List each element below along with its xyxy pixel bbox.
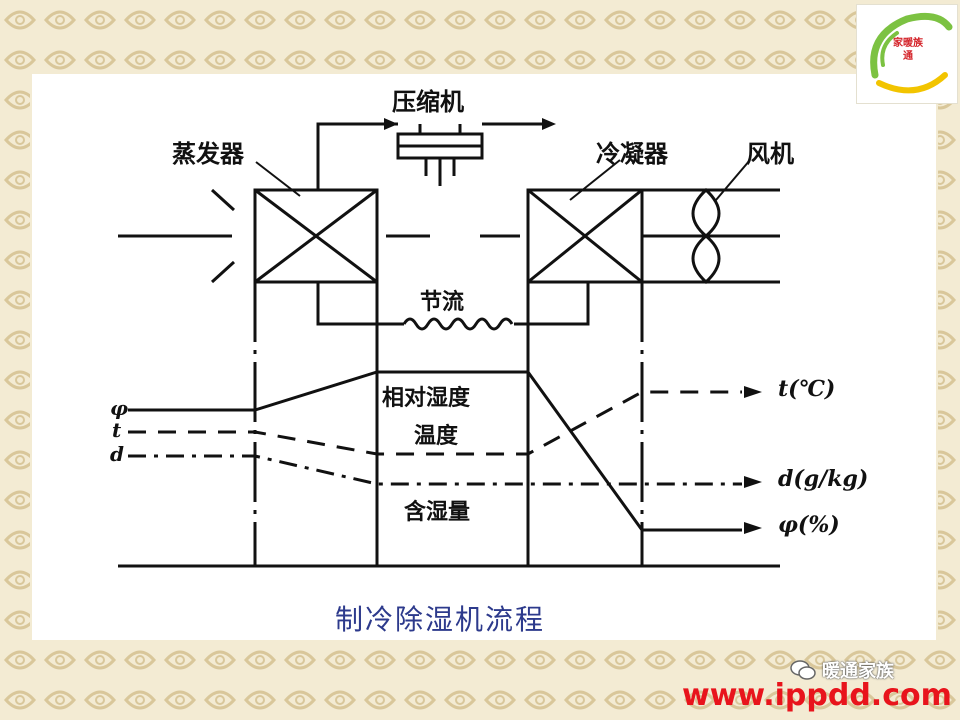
logo-swirl-icon	[870, 12, 953, 94]
compressor-label: 压缩机	[392, 88, 464, 116]
evaporator-label: 蒸发器	[172, 140, 244, 168]
t-output-label: t(℃)	[778, 376, 836, 402]
wechat-watermark: 暖通家族	[790, 656, 894, 684]
airflow-line	[210, 188, 236, 212]
throttle-coil	[402, 317, 514, 331]
temperature-label: 温度	[414, 424, 459, 449]
logo: 家暖族通	[856, 4, 958, 104]
moisture-content-label: 含湿量	[404, 500, 471, 525]
airflow-line	[210, 260, 236, 284]
d-output-label: d(g/kg)	[778, 466, 869, 492]
phi-symbol: φ	[110, 396, 129, 420]
d-symbol: d	[110, 442, 124, 466]
logo-text: 家暖族通	[893, 38, 923, 62]
fan-icon	[691, 187, 721, 238]
condenser-box	[526, 188, 644, 284]
temperature-curve	[128, 390, 742, 456]
diagram-caption: 制冷除湿机流程	[334, 603, 545, 636]
throttle-label: 节流	[420, 290, 465, 315]
relative-humidity-curve	[128, 370, 742, 532]
condenser-label: 冷凝器	[596, 140, 668, 168]
moisture-content-curve	[128, 454, 742, 486]
relative-humidity-label: 相对湿度	[382, 386, 471, 411]
t-symbol: t	[112, 418, 122, 442]
evaporator-box	[253, 188, 379, 284]
slide-panel	[32, 74, 936, 640]
site-url: www.ippdd.com	[682, 678, 952, 713]
phi-output-label: φ(%)	[778, 512, 840, 538]
wechat-icon	[790, 660, 816, 680]
fan-label: 风机	[746, 140, 794, 168]
wechat-name: 暖通家族	[822, 661, 894, 682]
